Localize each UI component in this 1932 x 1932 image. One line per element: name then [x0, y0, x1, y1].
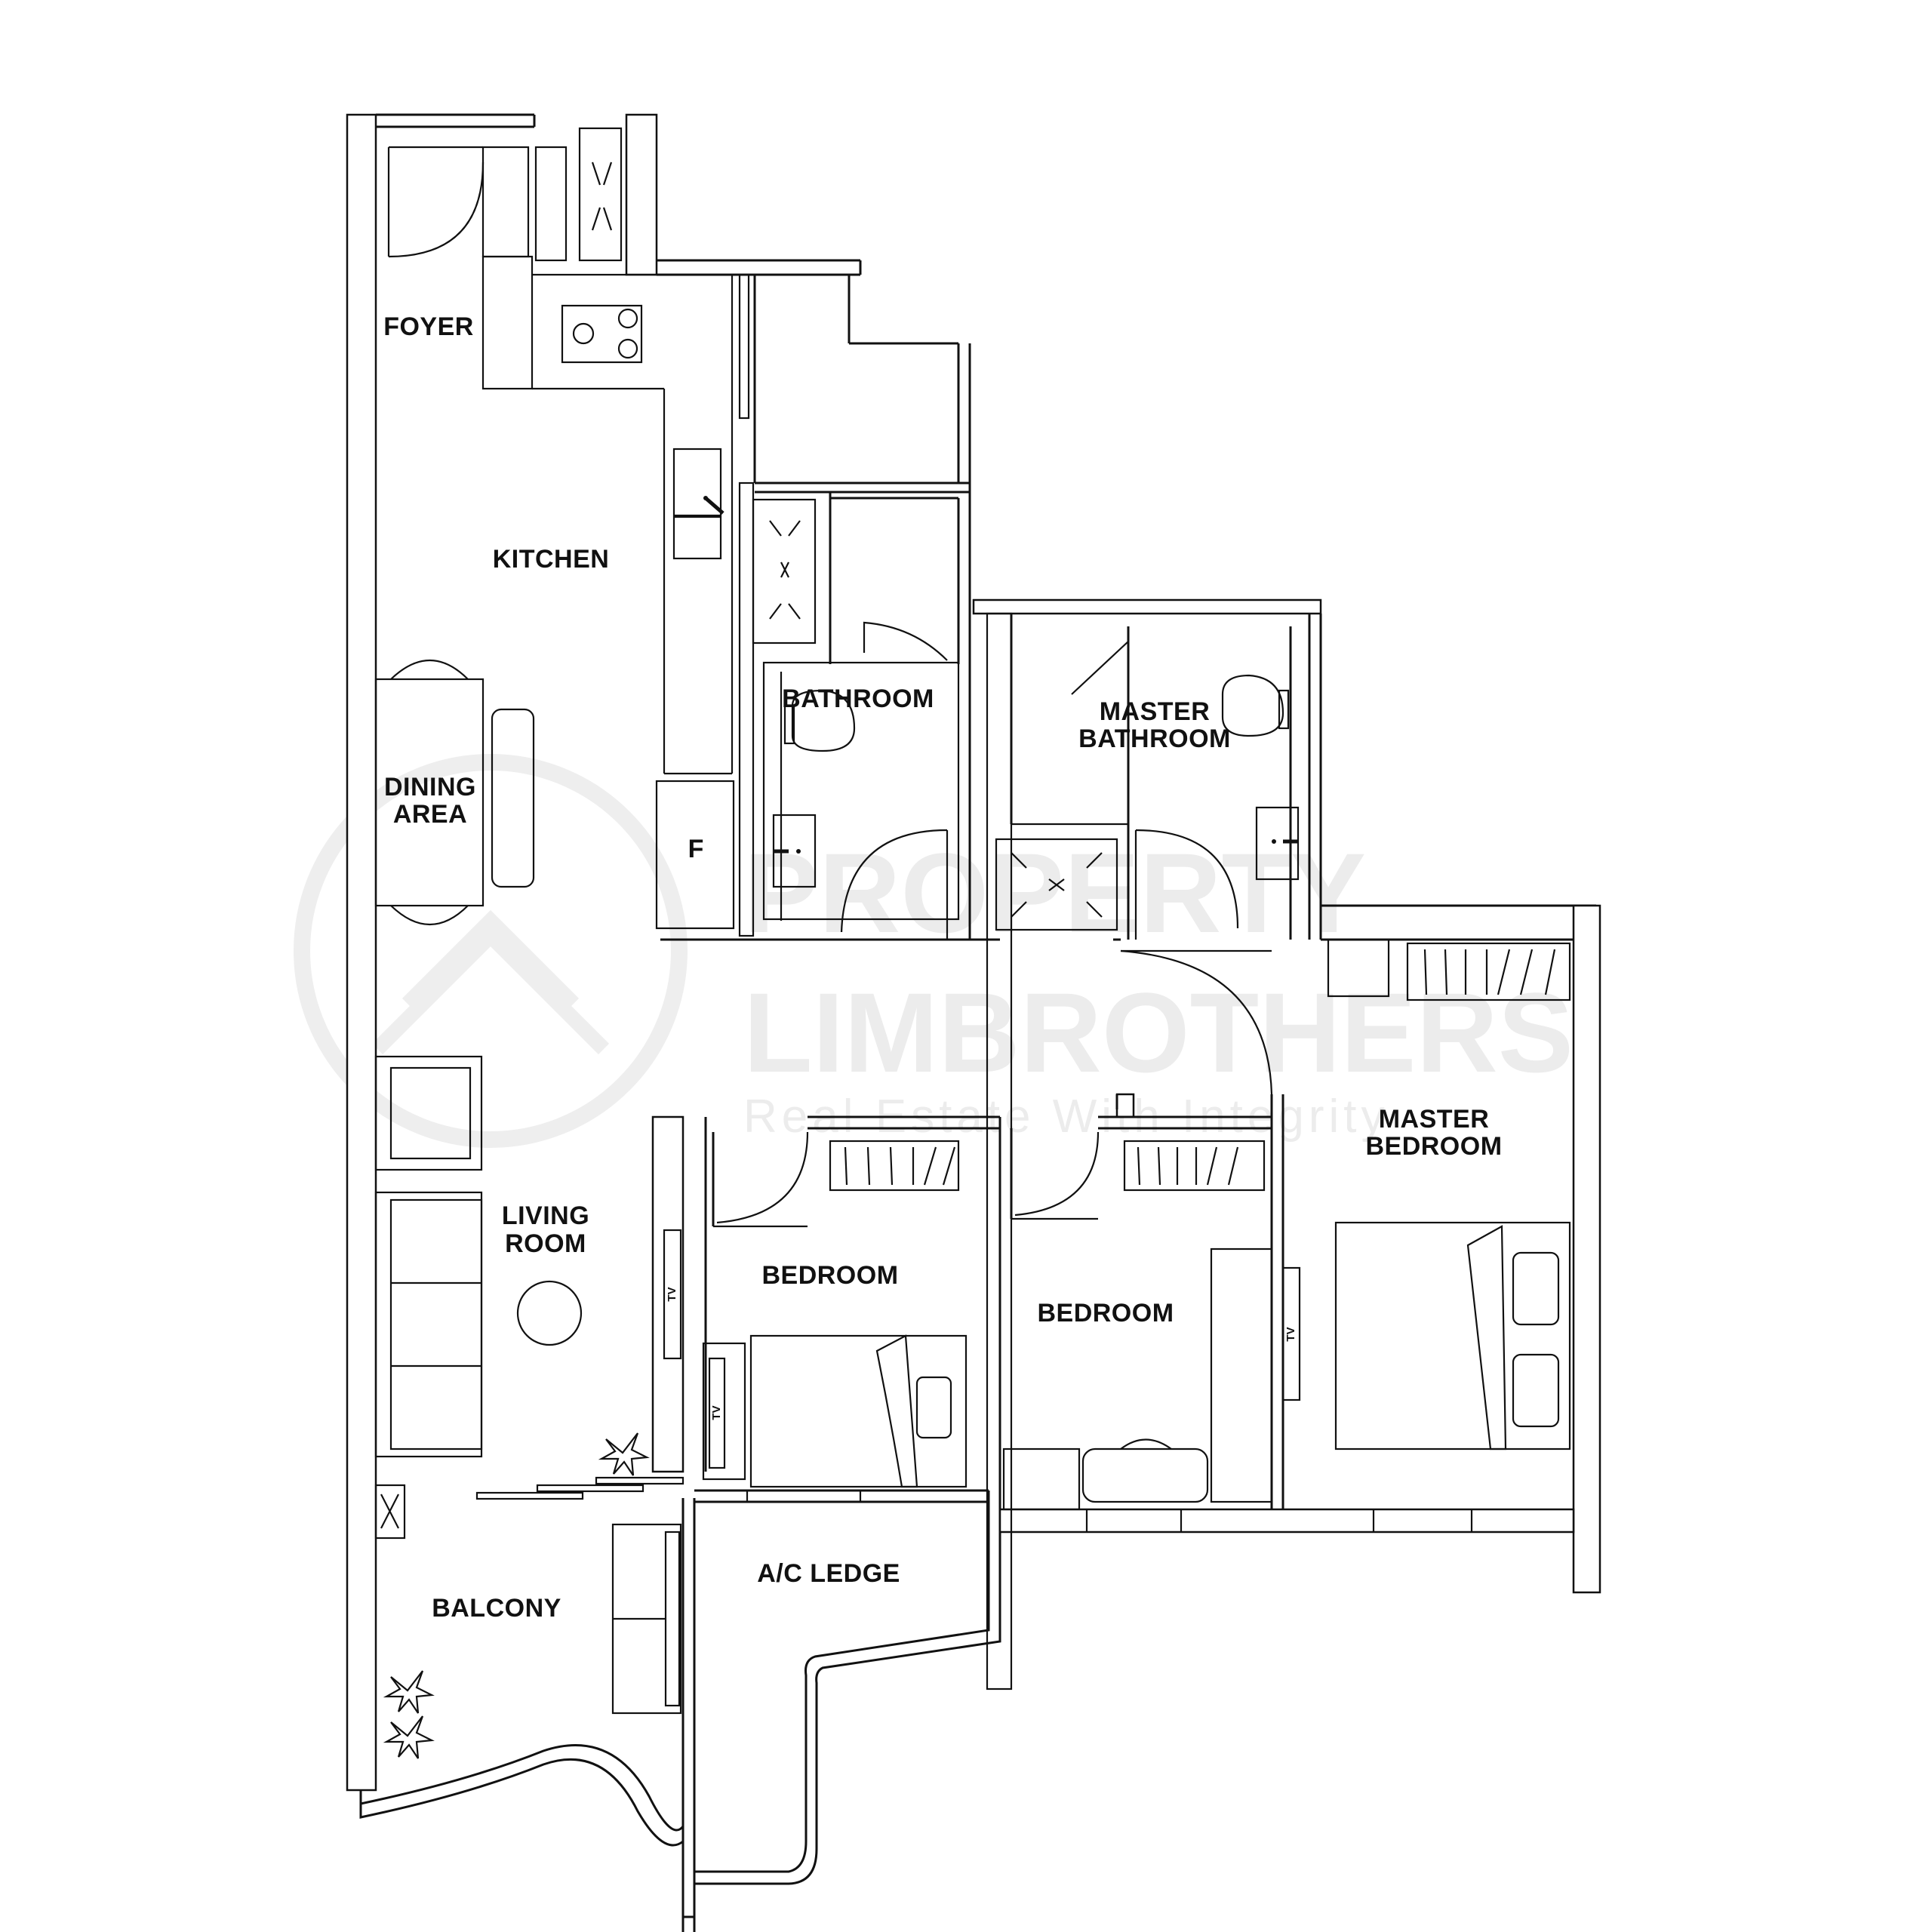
balcony-furniture [374, 1484, 682, 1759]
label-foyer: FOYER [383, 312, 474, 341]
hob-burner-icon [572, 322, 595, 345]
hob-burner-icon [617, 308, 638, 329]
room-labels: FOYER KITCHEN DINING AREA BATHROOM MASTE… [383, 312, 1502, 1623]
plant-icon [598, 1432, 650, 1476]
watermark-house-icon [371, 909, 610, 1055]
bedroom-1-furniture: TV [702, 1140, 968, 1488]
label-living-2: ROOM [505, 1229, 586, 1258]
label-dining-2: AREA [393, 800, 467, 829]
label-ac-ledge: A/C LEDGE [757, 1559, 900, 1588]
tv-label-master-bedroom: TV [1284, 1327, 1297, 1341]
label-dining-1: DINING [384, 773, 476, 801]
watermark-line2: LIMBROTHERS [743, 969, 1574, 1096]
dining-set [374, 659, 535, 926]
bathroom-fixtures [752, 498, 960, 921]
label-kitchen: KITCHEN [493, 545, 610, 574]
watermark-circle-icon [294, 754, 688, 1148]
watermark: PROPERTY LIMBROTHERS Real Estate With In… [294, 754, 1574, 1148]
label-bathroom: BATHROOM [782, 685, 934, 713]
coffee-table [516, 1280, 583, 1346]
label-master-bathroom-1: MASTER [1100, 697, 1211, 726]
tv-label-living: TV [666, 1287, 678, 1301]
plant-icon [383, 1670, 435, 1714]
master-bathroom-fixtures [986, 612, 1300, 1690]
label-master-bedroom-1: MASTER [1379, 1105, 1490, 1134]
walls [346, 113, 1601, 1932]
label-bedroom-2: BEDROOM [1037, 1299, 1174, 1327]
hob-burner-icon [617, 338, 638, 359]
plant-icon [383, 1715, 435, 1759]
label-living-1: LIVING [502, 1201, 589, 1230]
doors [387, 146, 1273, 1228]
tv-label-bedroom-1: TV [710, 1405, 723, 1420]
label-balcony: BALCONY [432, 1594, 561, 1623]
label-bedroom-1: BEDROOM [761, 1261, 898, 1290]
label-master-bathroom-2: BATHROOM [1078, 724, 1231, 753]
living-room-furniture: TV [374, 1055, 682, 1476]
fridge-label: F [688, 835, 704, 863]
watermark-line1: PROPERTY [743, 829, 1366, 956]
kitchen-fixtures: F [481, 127, 755, 937]
master-bedroom-furniture: TV [1281, 938, 1571, 1451]
label-master-bedroom-2: BEDROOM [1365, 1132, 1502, 1161]
bedroom-2-furniture [1002, 1140, 1273, 1511]
